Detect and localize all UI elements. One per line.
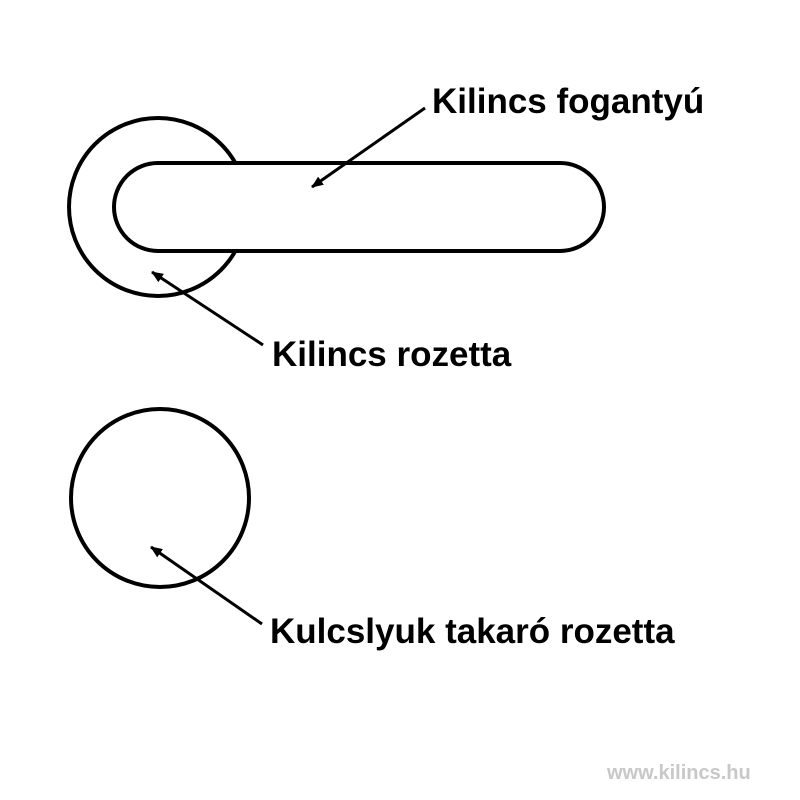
keyhole-rosette-label: Kulcslyuk takaró rozetta bbox=[270, 612, 675, 651]
keyhole-rosette-shape bbox=[69, 407, 251, 589]
handle-lever-shape bbox=[112, 161, 606, 253]
keyhole-rosette-leader-arrow bbox=[150, 545, 263, 626]
handle-rosette-label: Kilincs rozetta bbox=[272, 335, 512, 374]
handle-rosette-leader-arrow bbox=[151, 270, 264, 347]
handle-leader-arrow bbox=[311, 106, 426, 189]
handle-label: Kilincs fogantyú bbox=[432, 82, 705, 121]
website-watermark: www.kilincs.hu bbox=[607, 762, 751, 784]
